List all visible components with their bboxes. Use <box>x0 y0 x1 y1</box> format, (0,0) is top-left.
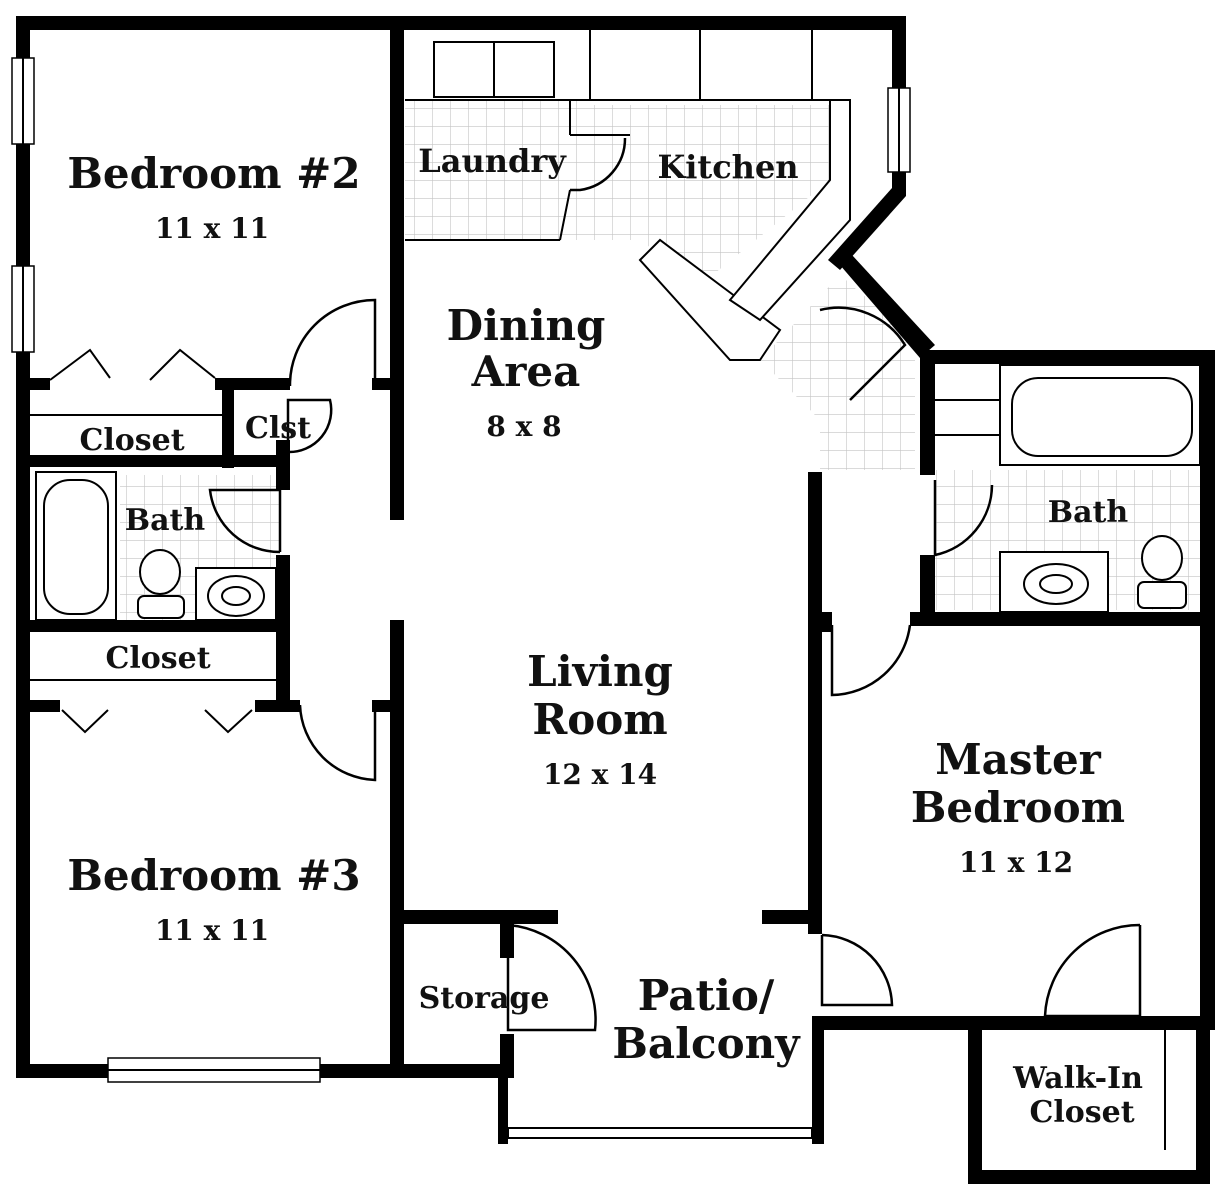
bedroom3-name: Bedroom #3 <box>67 851 360 900</box>
master-size: 11 x 12 <box>959 846 1073 879</box>
living-name-2: Room <box>532 695 667 744</box>
bath-right-label: Bath <box>1048 495 1129 530</box>
bedroom3-size: 11 x 11 <box>155 914 269 947</box>
closets <box>30 348 276 734</box>
kitchen-label: Kitchen <box>657 148 798 186</box>
closet-a-label: Closet <box>79 423 184 458</box>
closet-b-label: Closet <box>105 641 210 676</box>
master-name-1: Master <box>935 735 1101 784</box>
laundry-label: Laundry <box>418 142 567 180</box>
windows <box>11 57 911 1083</box>
storage-label: Storage <box>419 981 550 1016</box>
dining-size: 8 x 8 <box>486 410 561 443</box>
walkin-name-2: Closet <box>1029 1095 1134 1130</box>
living-name-1: Living <box>527 647 673 696</box>
bedroom2-size: 11 x 11 <box>155 212 269 245</box>
dining-name-1: Dining <box>447 301 606 350</box>
master-name-2: Bedroom <box>911 783 1125 832</box>
dining-name-2: Area <box>471 347 581 396</box>
doors <box>208 137 1166 1150</box>
bedroom2-name: Bedroom #2 <box>67 149 360 198</box>
living-size: 12 x 14 <box>543 758 657 791</box>
patio-name-1: Patio/ <box>638 971 775 1020</box>
clst-label: Clst <box>245 411 311 446</box>
fixtures <box>35 364 1201 621</box>
bath-left-label: Bath <box>125 503 206 538</box>
room-labels: Bedroom #2 11 x 11 Closet Clst Bath Clos… <box>67 142 1143 1130</box>
walkin-name-1: Walk-In <box>1012 1061 1143 1096</box>
patio-name-2: Balcony <box>612 1019 801 1068</box>
